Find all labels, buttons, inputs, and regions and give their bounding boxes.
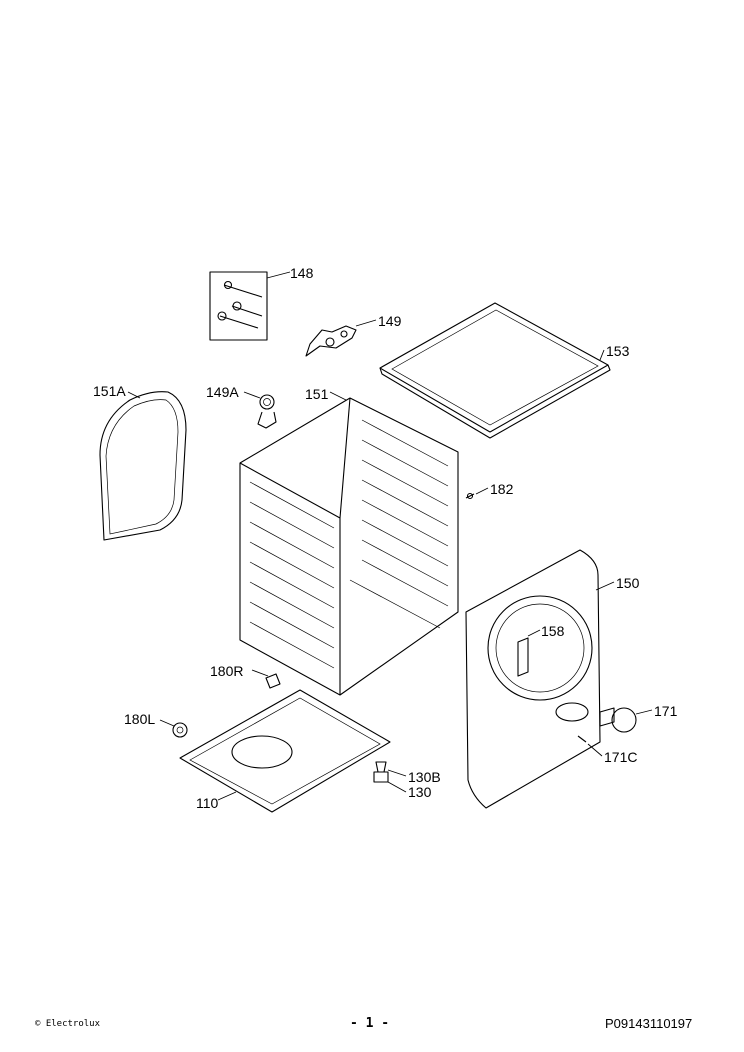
- label-151: 151: [305, 386, 329, 402]
- part-180l-foot: [159, 719, 188, 738]
- label-149a: 149A: [206, 384, 239, 400]
- label-180l: 180L: [124, 711, 155, 727]
- label-158: 158: [541, 623, 565, 639]
- label-110: 110: [196, 795, 219, 811]
- label-149: 149: [378, 313, 402, 329]
- part-148-screws: [209, 271, 291, 341]
- label-180r: 180R: [210, 663, 243, 679]
- label-150: 150: [616, 575, 640, 591]
- part-180r-foot: [251, 669, 281, 689]
- label-182: 182: [490, 481, 514, 497]
- page-number: - 1 -: [350, 1016, 390, 1031]
- label-151a: 151A: [93, 383, 126, 399]
- part-130-foot: [373, 761, 407, 793]
- label-148: 148: [290, 265, 314, 281]
- part-150-front-panel: [465, 549, 615, 809]
- label-153: 153: [606, 343, 630, 359]
- label-130b: 130B: [408, 769, 441, 785]
- part-151-cabinet: [239, 391, 459, 696]
- part-158-hinge: [517, 629, 541, 677]
- part-171c-screw: [577, 735, 603, 757]
- copyright-text: © Electrolux: [35, 1019, 101, 1029]
- part-149-clips: [305, 319, 377, 357]
- part-153-top-cover: [379, 302, 611, 439]
- label-130: 130: [408, 784, 432, 800]
- label-171c: 171C: [604, 749, 637, 765]
- part-151a-seal-ring: [99, 391, 187, 541]
- part-110-base: [179, 689, 391, 813]
- label-171: 171: [654, 703, 678, 719]
- part-182-screw: [465, 487, 489, 500]
- document-id: P09143110197: [605, 1016, 693, 1031]
- part-149a-gasket: [243, 391, 277, 429]
- part-171-lock: [599, 707, 653, 733]
